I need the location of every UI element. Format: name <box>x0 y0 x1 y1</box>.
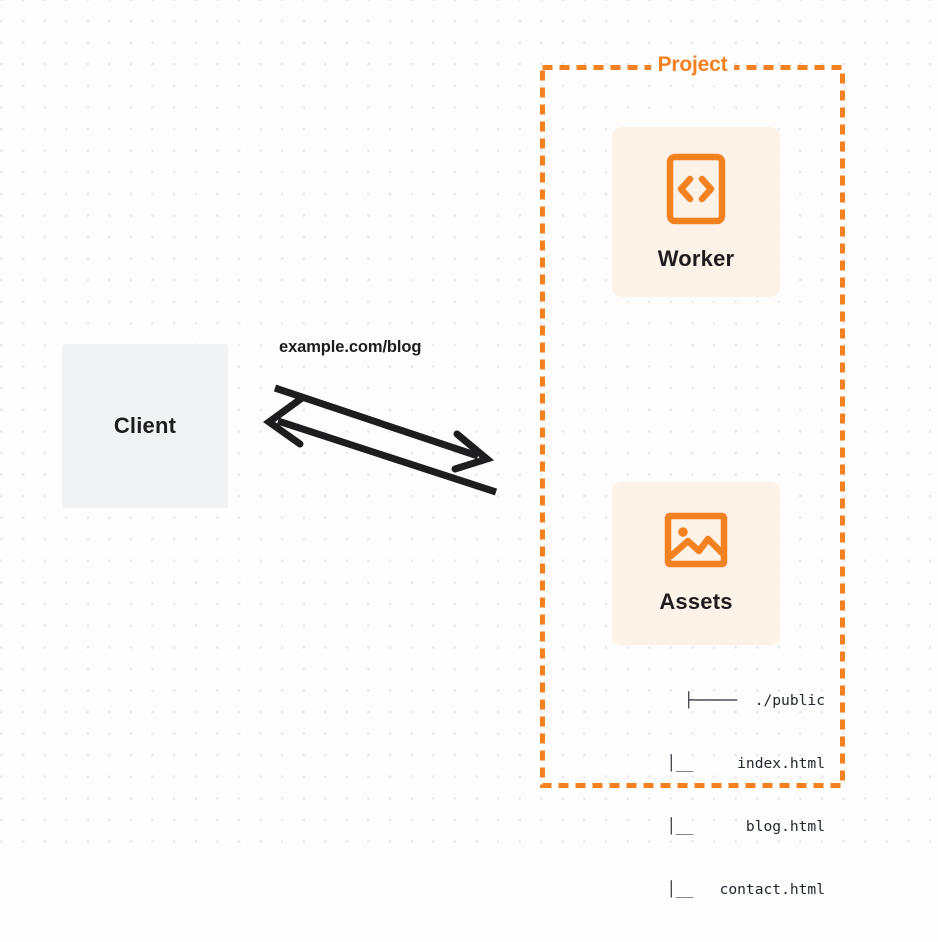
client-node[interactable]: Client <box>62 344 228 508</box>
project-container: Project Worker Assets <box>540 53 845 898</box>
assets-file-tree: ├───── ./public │__ index.html │__ blog.… <box>580 648 825 942</box>
assets-card[interactable]: Assets <box>612 482 780 645</box>
request-arrow <box>273 384 495 473</box>
file-tree-line: ├───── ./public <box>684 692 825 709</box>
file-tree-line: │__ index.html <box>631 755 825 772</box>
response-arrow <box>263 394 498 496</box>
code-file-icon <box>666 153 726 230</box>
worker-label: Worker <box>657 245 735 271</box>
assets-label: Assets <box>659 589 733 614</box>
architecture-diagram: Client example.com/blog Project <box>0 0 938 898</box>
file-tree-line: │__ blog.html <box>631 818 825 835</box>
worker-card[interactable]: Worker <box>612 127 780 297</box>
image-icon <box>664 512 728 573</box>
file-tree-line: │__ contact.html <box>631 881 825 898</box>
client-label: Client <box>113 413 177 438</box>
project-title: Project <box>650 53 735 77</box>
connection-url-label: example.com/blog <box>279 338 422 356</box>
